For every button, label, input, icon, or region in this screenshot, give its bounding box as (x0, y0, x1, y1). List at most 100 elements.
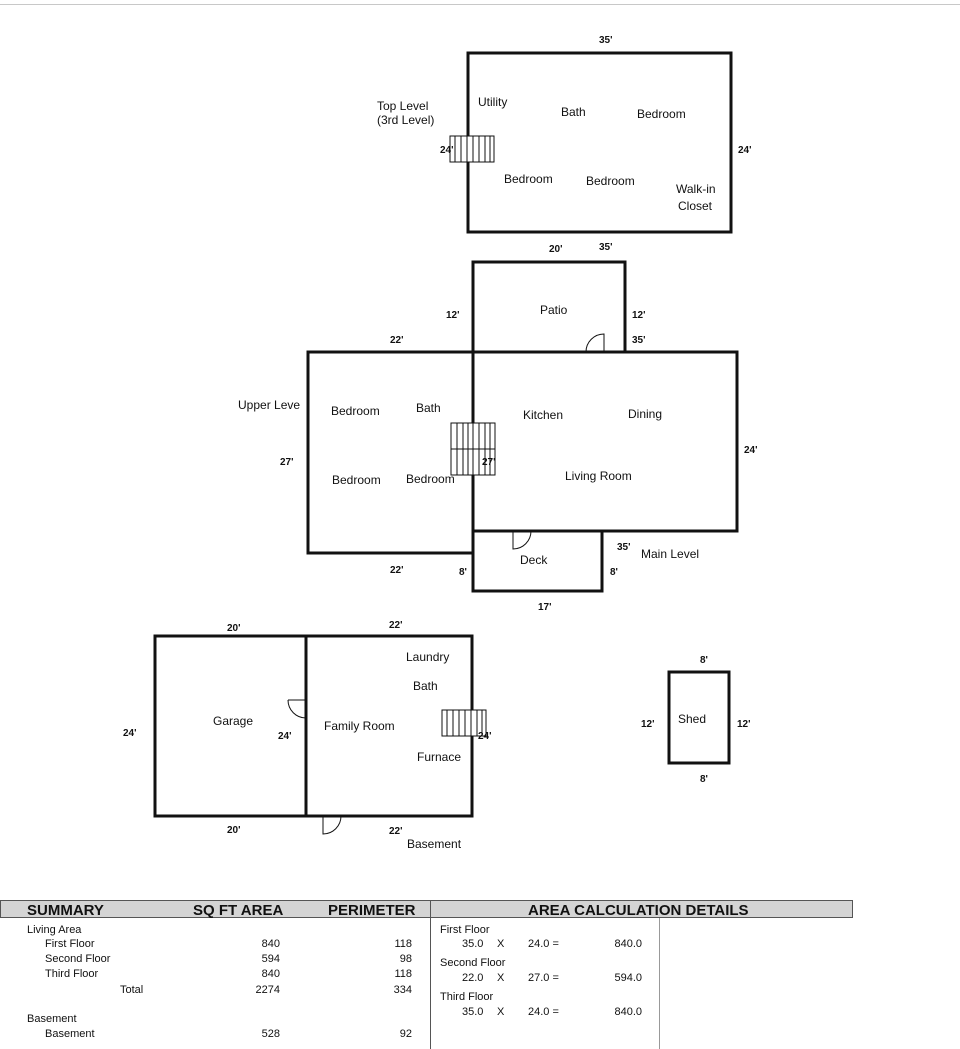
floor-name: Third Floor (45, 968, 99, 980)
dimension-label: 35' (632, 335, 646, 346)
top-divider (0, 4, 960, 5)
level-label-main: Main Level (641, 547, 699, 561)
dimension-label: 20' (227, 825, 241, 836)
basement-label: Basement (27, 1013, 77, 1025)
dimension-label: 20' (549, 244, 563, 255)
dimension-label: 24' (738, 145, 752, 156)
room-label: Walk-in (676, 182, 716, 196)
dimension-label: 12' (632, 310, 646, 321)
detail-x: X (497, 1006, 505, 1018)
perimeter-header: PERIMETER (328, 902, 416, 919)
floor-perimeter: 118 (394, 938, 412, 950)
total-area: 2274 (255, 984, 280, 996)
dimension-label: 22' (389, 620, 403, 631)
detail-b: 24.0 = (528, 1006, 559, 1018)
detail-result: 594.0 (614, 972, 642, 984)
room-label: Bedroom (637, 107, 686, 121)
room-label: Living Room (565, 469, 632, 483)
room-label: Bedroom (406, 472, 455, 486)
detail-b: 27.0 = (528, 972, 559, 984)
detail-a: 22.0 (462, 972, 484, 984)
detail-result: 840.0 (614, 1006, 642, 1018)
floor-perimeter: 92 (399, 1028, 412, 1040)
detail-x: X (497, 972, 505, 984)
dimension-label: 24' (478, 731, 492, 742)
detail-result: 840.0 (614, 938, 642, 950)
column-divider (430, 900, 431, 1049)
detail-a: 35.0 (462, 1006, 484, 1018)
room-label: Bath (561, 105, 586, 119)
detail-a: 35.0 (462, 938, 484, 950)
dimension-label: 12' (737, 719, 751, 730)
dimension-label: 35' (599, 35, 613, 46)
door-garage-icon (287, 699, 307, 719)
dimension-label: 17' (538, 602, 552, 613)
area-summary-table: SUMMARY SQ FT AREA PERIMETER AREA CALCUL… (0, 900, 960, 1049)
room-label: Family Room (324, 719, 395, 733)
room-label: Bath (416, 401, 441, 415)
dimension-label: 8' (700, 655, 708, 666)
room-label: Dining (628, 407, 662, 421)
detail-b: 24.0 = (528, 938, 559, 950)
dimension-label: 8' (700, 774, 708, 785)
dimension-label: 35' (617, 542, 631, 553)
floor-area: 594 (261, 953, 280, 965)
room-label: Deck (520, 553, 548, 567)
dimension-label: 8' (459, 567, 467, 578)
dimension-label: 24' (278, 731, 292, 742)
room-label: Closet (678, 199, 713, 213)
dimension-label: 24' (123, 728, 137, 739)
floor-plan: Top Level (3rd Level) Upper Leve Main Le… (123, 35, 758, 851)
detail-floor: Second Floor (440, 957, 506, 969)
dimension-label: 12' (641, 719, 655, 730)
deck-outline (471, 529, 604, 593)
dimension-label: 27' (280, 457, 294, 468)
dimension-label: 20' (227, 623, 241, 634)
floor-area: 840 (261, 968, 280, 980)
total-label: Total (120, 984, 144, 996)
dimension-label: 22' (390, 335, 404, 346)
dimension-label: 35' (599, 242, 613, 253)
shed-outline (667, 670, 731, 765)
floor-perimeter: 118 (394, 968, 412, 980)
room-label: Bedroom (332, 473, 381, 487)
detail-floor: First Floor (440, 924, 490, 936)
room-label: Bedroom (504, 172, 553, 186)
dimension-label: 24' (744, 445, 758, 456)
dimension-label: 22' (390, 565, 404, 576)
summary-header-bar: SUMMARY SQ FT AREA PERIMETER AREA CALCUL… (0, 900, 853, 919)
main-level-outline (471, 350, 739, 533)
dimension-label: 22' (389, 826, 403, 837)
stairs-upper (450, 422, 496, 476)
dimension-label: 8' (610, 567, 618, 578)
room-label: Shed (678, 712, 706, 726)
floor-name: Basement (45, 1028, 95, 1040)
door-deck-icon (512, 530, 532, 550)
room-label: Utility (478, 95, 507, 109)
dimension-label: 27' (482, 457, 496, 468)
level-label-upper: Upper Leve (238, 398, 300, 412)
upper-level-outline (306, 350, 475, 555)
summary-header: SUMMARY (27, 902, 104, 919)
dimension-label: 12' (446, 310, 460, 321)
total-perimeter: 334 (393, 984, 412, 996)
room-label: Bedroom (586, 174, 635, 188)
room-label: Garage (213, 714, 253, 728)
column-divider (659, 918, 660, 1049)
stairs-top (449, 135, 495, 163)
room-label: Bedroom (331, 404, 380, 418)
floor-name: First Floor (45, 938, 95, 950)
level-label-top: Top Level (3rd Level) (377, 99, 434, 127)
room-label: Laundry (406, 650, 449, 664)
area-header: SQ FT AREA (193, 902, 284, 919)
detail-floor: Third Floor (440, 991, 494, 1003)
room-label: Furnace (417, 750, 461, 764)
room-label: Patio (540, 303, 568, 317)
room-label: Kitchen (523, 408, 563, 422)
room-label: Bath (413, 679, 438, 693)
details-header: AREA CALCULATION DETAILS (528, 902, 749, 919)
floor-name: Second Floor (45, 953, 111, 965)
floor-area: 840 (261, 938, 280, 950)
detail-x: X (497, 938, 505, 950)
floor-area: 528 (261, 1028, 280, 1040)
